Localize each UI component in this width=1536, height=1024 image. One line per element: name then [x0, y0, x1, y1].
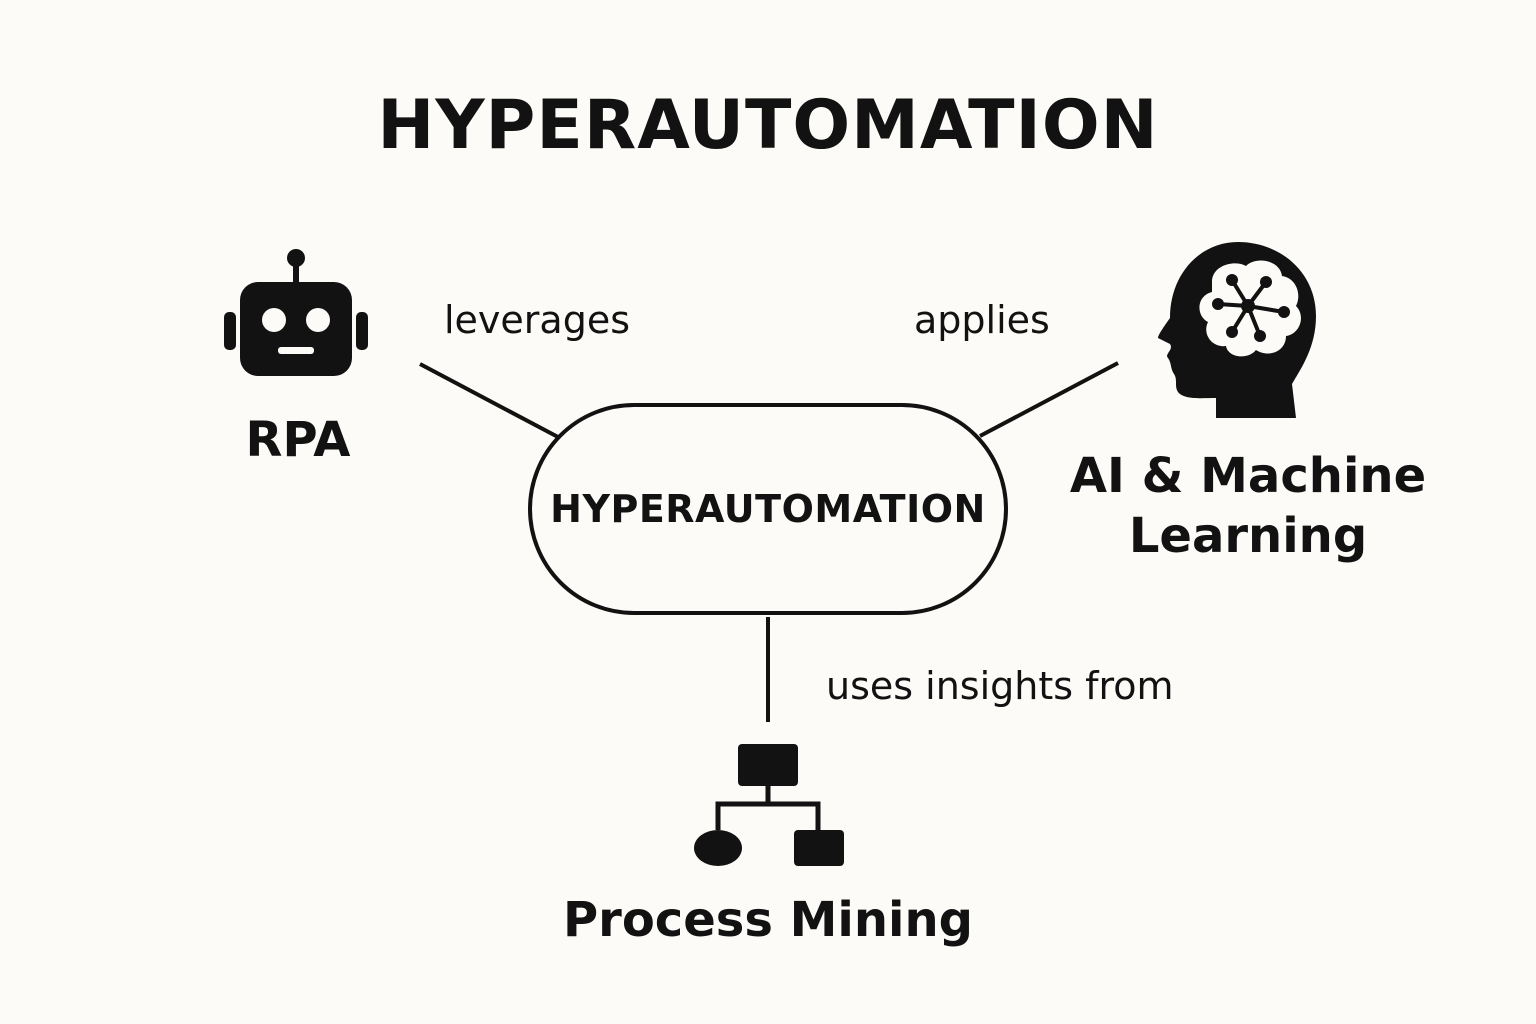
node-label-ai-line2: Learning [1128, 508, 1368, 564]
node-label-ai-line1: AI & Machine [1069, 448, 1427, 504]
edge-label-leverages: leverages [444, 298, 631, 342]
edge-label-applies: applies [914, 298, 1050, 342]
node-label-process-mining: Process Mining [562, 892, 974, 948]
edge-line-ai [979, 361, 1119, 438]
edge-label-uses-insights: uses insights from [826, 664, 1174, 708]
hierarchy-icon [694, 744, 844, 866]
brain-head-icon [1158, 242, 1316, 418]
center-node: HYPERAUTOMATION [528, 403, 1008, 615]
center-node-label: HYPERAUTOMATION [550, 487, 986, 531]
diagram-title: HYPERAUTOMATION [377, 86, 1159, 165]
robot-icon [224, 249, 368, 376]
edge-line-rpa [419, 362, 559, 439]
node-label-rpa: RPA [245, 412, 351, 468]
